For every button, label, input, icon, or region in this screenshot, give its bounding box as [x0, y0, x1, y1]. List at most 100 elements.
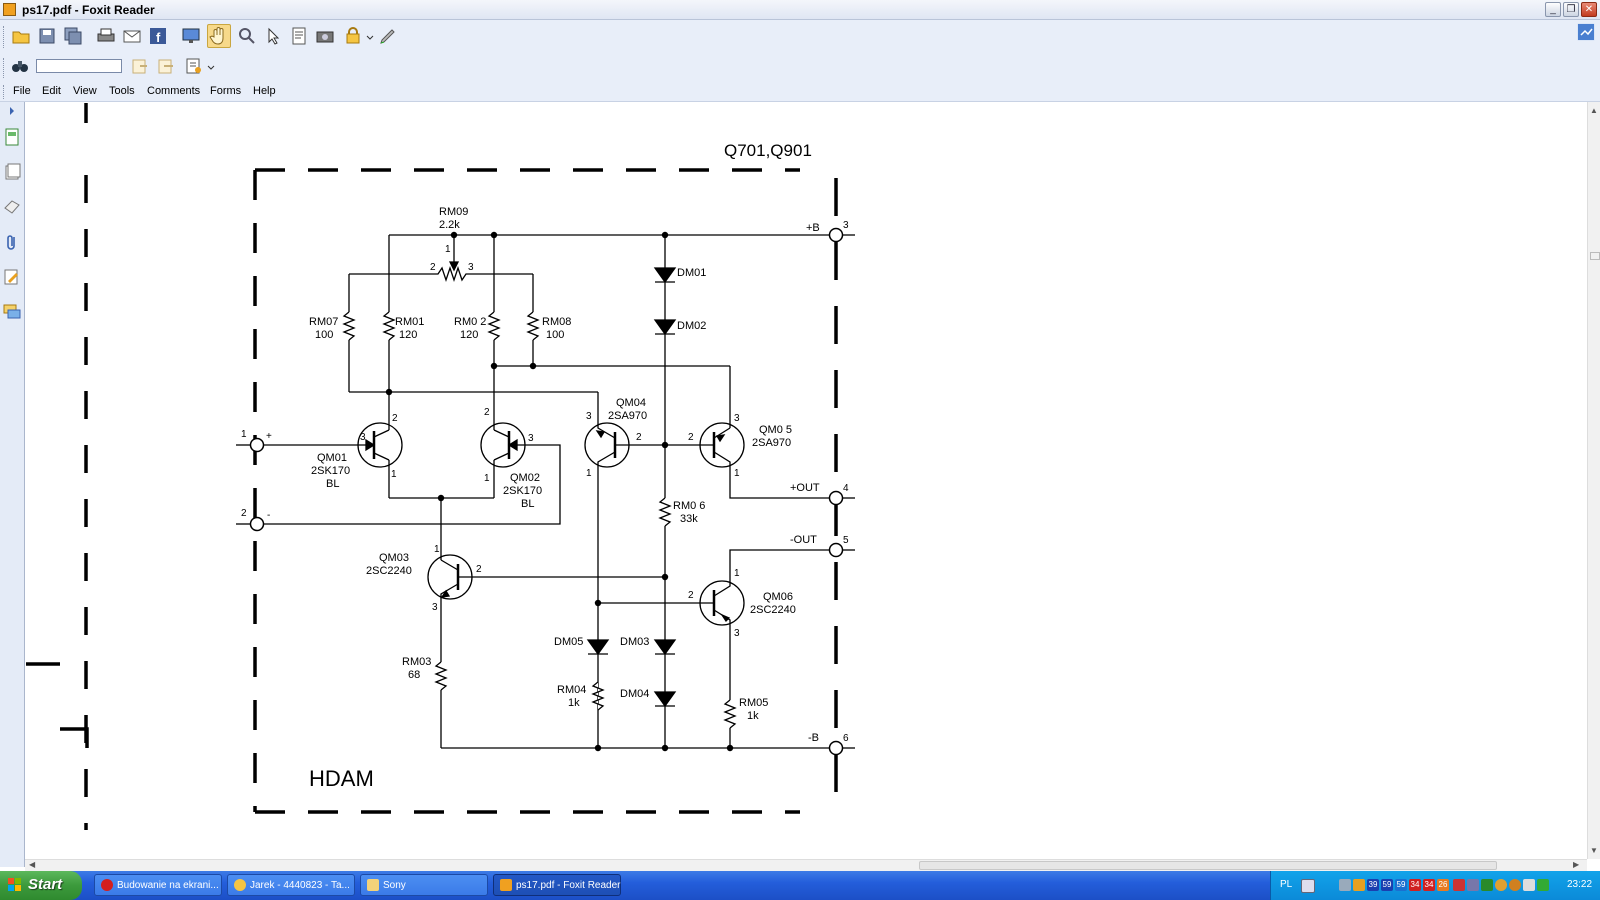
volume-speaker-icon[interactable]: [1523, 879, 1535, 891]
search-toolbar: [0, 54, 1600, 83]
svg-text:2: 2: [688, 432, 694, 443]
tray-number-2[interactable]: 59: [1395, 879, 1407, 891]
sign-pen-icon[interactable]: [378, 26, 398, 46]
tray-network-icon[interactable]: [1481, 879, 1493, 891]
dm03-ref: DM03: [620, 636, 649, 648]
tray-alert-icon[interactable]: [1509, 879, 1521, 891]
minimize-button[interactable]: _: [1545, 2, 1561, 17]
search-input[interactable]: [36, 59, 122, 73]
foxit-corner-icon[interactable]: [1577, 23, 1595, 41]
menu-forms[interactable]: Forms: [210, 85, 242, 97]
scroll-right-arrow-icon[interactable]: ▶: [1573, 860, 1580, 869]
keyboard-icon[interactable]: [1301, 879, 1315, 893]
svg-text:f: f: [156, 30, 161, 45]
open-icon[interactable]: [11, 26, 31, 46]
tray-app-icon[interactable]: [1353, 879, 1365, 891]
horizontal-scrollbar[interactable]: ◀ ▶: [25, 859, 1587, 871]
toolbar-grip[interactable]: [3, 26, 7, 48]
terminal-neg-b: [828, 740, 844, 756]
fullscreen-monitor-icon[interactable]: [181, 26, 201, 46]
layers-panel-icon[interactable]: [3, 163, 21, 181]
horizontal-scroll-thumb[interactable]: [919, 861, 1497, 870]
secure-dropdown-chevron-icon[interactable]: [366, 26, 374, 46]
signatures-panel-icon[interactable]: [3, 268, 21, 286]
toolbar-grip[interactable]: [3, 58, 7, 78]
bookmarks-panel-icon[interactable]: [3, 198, 21, 216]
menu-comments[interactable]: Comments: [147, 85, 201, 97]
svg-text:3: 3: [468, 262, 474, 273]
tray-tool-icon[interactable]: [1453, 879, 1465, 891]
rm01-value: 120: [399, 329, 417, 341]
dm05-ref: DM05: [554, 636, 583, 648]
pages-panel-icon[interactable]: [3, 128, 21, 146]
terminal-minus-input: [249, 516, 265, 532]
pin-pos-b: 3: [843, 220, 849, 231]
svg-text:3: 3: [734, 413, 740, 424]
attachments-paperclip-icon[interactable]: [3, 233, 21, 251]
find-next-icon[interactable]: [156, 56, 176, 76]
tray-number-5[interactable]: 26: [1437, 879, 1449, 891]
tray-sun-icon[interactable]: [1495, 879, 1507, 891]
close-button[interactable]: ✕: [1581, 2, 1597, 17]
scroll-down-arrow-icon[interactable]: ▼: [1590, 846, 1598, 855]
system-tray: PL 39 59 59 34 34 26 23:22: [1270, 871, 1600, 900]
tray-number-3[interactable]: 34: [1409, 879, 1421, 891]
hand-tool-icon[interactable]: [207, 24, 231, 48]
tray-safely-remove-icon[interactable]: [1537, 879, 1549, 891]
menu-edit[interactable]: Edit: [42, 85, 61, 97]
print-icon[interactable]: [96, 26, 116, 46]
find-previous-icon[interactable]: [130, 56, 150, 76]
tray-shield-icon[interactable]: [1467, 879, 1479, 891]
menu-file[interactable]: File: [13, 85, 31, 97]
menu-help[interactable]: Help: [253, 85, 276, 97]
zoom-tool-icon[interactable]: [237, 26, 257, 46]
rm04-value: 1k: [568, 697, 580, 709]
rm06-ref: RM0 6: [673, 500, 705, 512]
dm04-ref: DM04: [620, 688, 649, 700]
tray-number-0[interactable]: 39: [1367, 879, 1379, 891]
windows-flag-icon: [8, 878, 21, 891]
vertical-scrollbar[interactable]: ▲ ▼: [1587, 102, 1600, 859]
svg-text:1: 1: [734, 568, 740, 579]
rm08-resistor: [526, 311, 540, 341]
foxit-app-icon: [3, 3, 16, 16]
snapshot-camera-icon[interactable]: [315, 26, 335, 46]
schematic-drawing: Q701,Q901 HDAM +B 3 +OUT 4 -OUT 5 -B 6 +…: [26, 103, 855, 830]
search-options-chevron-icon[interactable]: [207, 56, 215, 76]
find-binoculars-icon[interactable]: [10, 56, 30, 76]
tray-number-1[interactable]: 59: [1381, 879, 1393, 891]
secure-lock-icon[interactable]: [343, 26, 363, 46]
rm09-value: 2.2k: [439, 219, 460, 231]
facebook-icon[interactable]: f: [148, 26, 168, 46]
menu-grip[interactable]: [3, 85, 7, 99]
select-arrow-icon[interactable]: [263, 26, 283, 46]
taskbar-button-folder[interactable]: Sony: [360, 874, 488, 896]
email-icon[interactable]: [122, 26, 142, 46]
scroll-left-arrow-icon[interactable]: ◀: [29, 860, 36, 869]
restore-button[interactable]: ❐: [1563, 2, 1579, 17]
start-button[interactable]: Start: [0, 871, 82, 900]
comments-panel-icon[interactable]: [3, 303, 21, 321]
document-view[interactable]: Q701,Q901 HDAM +B 3 +OUT 4 -OUT 5 -B 6 +…: [25, 102, 1587, 859]
expand-panel-arrow-icon[interactable]: [3, 105, 21, 115]
search-options-icon[interactable]: [184, 56, 204, 76]
save-all-icon[interactable]: [63, 26, 83, 46]
rm07-value: 100: [315, 329, 333, 341]
menu-view[interactable]: View: [73, 85, 97, 97]
taskbar-button-foxit[interactable]: ps17.pdf - Foxit Reader: [493, 874, 621, 896]
rm05-resistor: [723, 699, 737, 729]
taskbar-button-opera[interactable]: Budowanie na ekrani...: [94, 874, 222, 896]
scroll-up-arrow-icon[interactable]: ▲: [1590, 106, 1598, 115]
save-icon[interactable]: [37, 26, 57, 46]
select-text-icon[interactable]: [289, 26, 309, 46]
rm05-value: 1k: [747, 710, 759, 722]
menu-tools[interactable]: Tools: [109, 85, 135, 97]
language-indicator[interactable]: PL: [1280, 879, 1293, 890]
scroll-thumb[interactable]: [1590, 252, 1600, 260]
network-icon[interactable]: [1339, 879, 1351, 891]
svg-text:2: 2: [484, 407, 490, 418]
taskbar-button-gadu[interactable]: Jarek - 4440823 - Ta...: [227, 874, 355, 896]
svg-text:3: 3: [734, 628, 740, 639]
tray-number-4[interactable]: 34: [1423, 879, 1435, 891]
svg-text:2: 2: [636, 432, 642, 443]
